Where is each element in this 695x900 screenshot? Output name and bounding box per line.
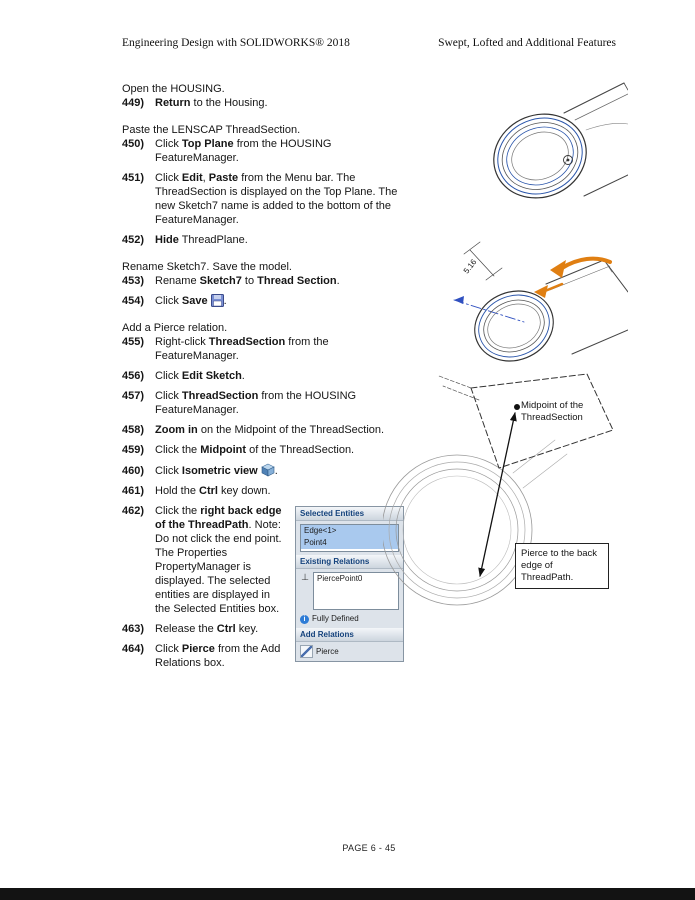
pierce-label: Pierce [316, 646, 339, 656]
figure-lenscap-dimension: 5.16 [450, 230, 629, 377]
dimension-text: 5.16 [462, 257, 479, 275]
instruction-step: 449)Return to the Housing. [122, 97, 268, 109]
step-number: 463) [122, 623, 145, 635]
step-number: 452) [122, 234, 145, 246]
midpoint-annotation: Midpoint of the ThreadSection [521, 400, 599, 424]
instruction-step: 458)Zoom in on the Midpoint of the Threa… [122, 424, 385, 436]
instruction-step: 464)Click Pierce from the Add Relations … [122, 643, 281, 669]
instruction-step: 453)Rename Sketch7 to Thread Section. [122, 275, 340, 287]
instruction-step: 451)Click Edit, Paste from the Menu bar.… [122, 172, 398, 226]
header-right: Swept, Lofted and Additional Features [438, 37, 616, 49]
instruction-lead: Rename Sketch7. Save the model. [122, 261, 292, 273]
header-left: Engineering Design with SOLIDWORKS® 2018 [122, 37, 350, 49]
save-icon [210, 294, 224, 307]
pierce-callout: Pierce to the back edge of ThreadPath. [515, 543, 609, 589]
step-number: 451) [122, 172, 145, 184]
instruction-step: 460)Click Isometric view . [122, 463, 278, 477]
instruction-step: 455)Right-click ThreadSection from the F… [122, 336, 329, 362]
bottom-bar [0, 888, 695, 900]
instruction-step: 450)Click Top Plane from the HOUSING Fea… [122, 138, 332, 164]
instruction-step: 462)Click the right back edge of the Thr… [122, 505, 282, 615]
add-relations-header: Add Relations [296, 628, 403, 642]
step-number: 453) [122, 275, 145, 287]
step-number: 458) [122, 424, 145, 436]
status-text: Fully Defined [312, 614, 359, 623]
instruction-step: 459)Click the Midpoint of the ThreadSect… [122, 444, 355, 456]
existing-relation-item[interactable]: PiercePoint0 [317, 574, 363, 583]
step-number: 450) [122, 138, 145, 150]
pierce-button[interactable]: Pierce [296, 642, 403, 661]
selected-entities-header: Selected Entities [296, 507, 403, 521]
isometric-view-icon [261, 463, 275, 477]
selected-entity-item[interactable]: Edge<1> [301, 525, 398, 537]
step-number: 455) [122, 336, 145, 348]
instruction-lead: Add a Pierce relation. [122, 322, 228, 334]
instruction-step: 461)Hold the Ctrl key down. [122, 485, 271, 497]
status-row: i Fully Defined [296, 613, 403, 628]
step-number: 459) [122, 444, 145, 456]
steps-list: Open the HOUSING. 449)Return to the Housi… [122, 69, 404, 676]
selected-entity-item[interactable]: Point4 [301, 537, 398, 549]
step-number: 457) [122, 390, 145, 402]
step-number: 462) [122, 505, 145, 517]
step-number: 449) [122, 97, 145, 109]
existing-relations-header: Existing Relations [296, 555, 403, 569]
pierce-relation-icon: ⊥ [301, 572, 309, 582]
page-header: Engineering Design with SOLIDWORKS® 2018… [122, 37, 616, 49]
instruction-step: 456)Click Edit Sketch. [122, 370, 245, 382]
instruction-lead: Open the HOUSING. [122, 83, 225, 95]
instruction-step: 457)Click ThreadSection from the HOUSING… [122, 390, 357, 416]
property-manager-panel: Selected Entities Edge<1> Point4 Existin… [295, 506, 404, 662]
instruction-step: 452)Hide ThreadPlane. [122, 234, 248, 246]
instruction-step: 454)Click Save . [122, 294, 227, 307]
step-number: 460) [122, 465, 145, 477]
figure-threadsection-pierce [381, 368, 627, 625]
instruction-lead: Paste the LENSCAP ThreadSection. [122, 124, 301, 136]
figure-housing-isometric [478, 80, 629, 219]
pierce-icon [300, 645, 313, 658]
step-number: 464) [122, 643, 145, 655]
page-number: PAGE 6 - 45 [342, 843, 396, 853]
existing-relations-listbox[interactable]: PiercePoint0 [313, 572, 399, 610]
step-number: 461) [122, 485, 145, 497]
instruction-step: 463)Release the Ctrl key. [122, 623, 259, 635]
step-number: 456) [122, 370, 145, 382]
info-icon: i [300, 614, 309, 624]
step-number: 454) [122, 295, 145, 307]
